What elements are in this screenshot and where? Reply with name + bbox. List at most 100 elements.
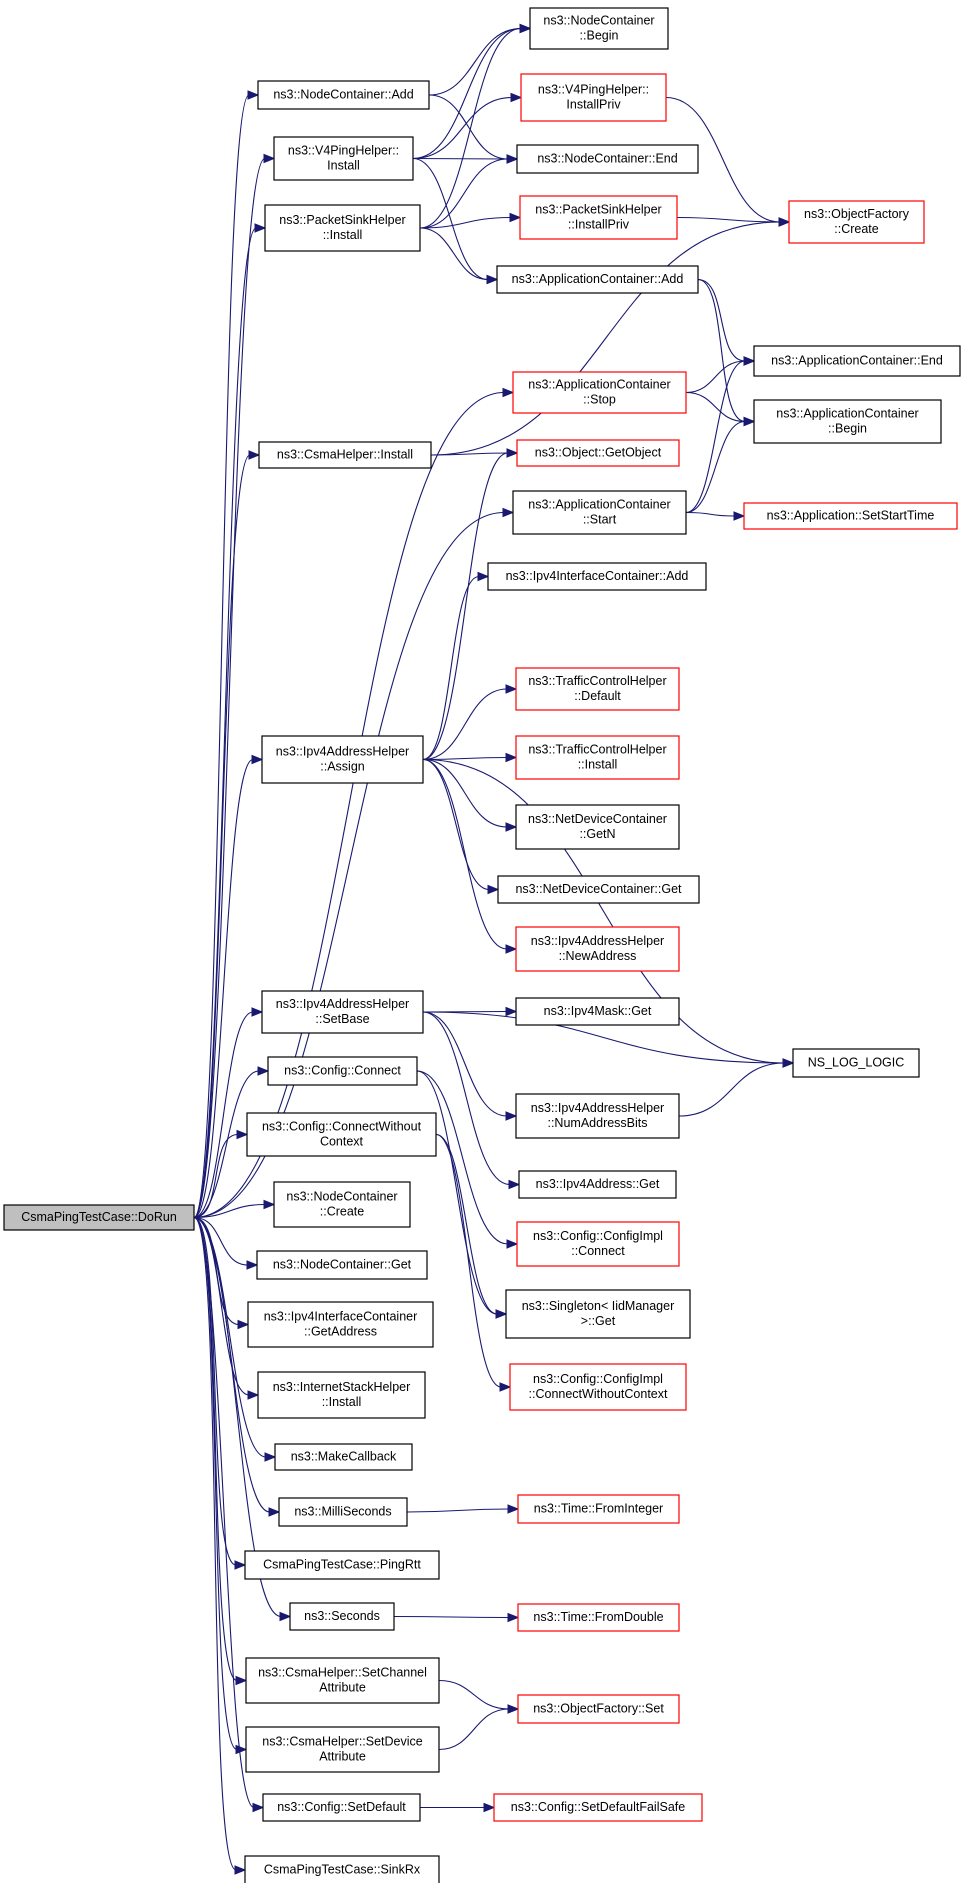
- node-ns3-ipv4addresshelper-assign[interactable]: ns3::Ipv4AddressHelper::Assign: [261, 735, 424, 784]
- node-ns3-time-frominteger[interactable]: ns3::Time::FromInteger: [517, 1494, 680, 1524]
- node-box[interactable]: [529, 7, 669, 50]
- node-ns3-nodecontainer-begin[interactable]: ns3::NodeContainer::Begin: [529, 7, 669, 50]
- node-box[interactable]: [496, 265, 699, 294]
- node-box[interactable]: [516, 439, 680, 467]
- node-box[interactable]: [246, 1112, 437, 1157]
- node-ns3-internetstackhelper-install[interactable]: ns3::InternetStackHelper::Install: [257, 1371, 426, 1419]
- node-ns3-config-connectwithout-context[interactable]: ns3::Config::ConnectWithoutContext: [246, 1112, 437, 1157]
- node-box[interactable]: [258, 441, 432, 469]
- node-box[interactable]: [515, 667, 680, 711]
- node-box[interactable]: [753, 345, 961, 377]
- node-ns3-nodecontainer-get[interactable]: ns3::NodeContainer::Get: [256, 1250, 428, 1280]
- node-box[interactable]: [264, 204, 421, 252]
- node-ns3-packetsinkhelper-installpriv[interactable]: ns3::PacketSinkHelper::InstallPriv: [519, 195, 678, 240]
- node-ns3-seconds[interactable]: ns3::Seconds: [289, 1602, 395, 1631]
- node-box[interactable]: [515, 1093, 680, 1139]
- node-ns3-config-setdefault[interactable]: ns3::Config::SetDefault: [262, 1793, 421, 1822]
- node-box[interactable]: [261, 735, 424, 784]
- node-ns3-singleton-iidmanager-get[interactable]: ns3::Singleton< IidManager>::Get: [505, 1289, 691, 1339]
- node-box[interactable]: [257, 1371, 426, 1419]
- node-box[interactable]: [278, 1497, 408, 1527]
- node-box[interactable]: [515, 926, 680, 972]
- node-ns3-config-configimpl-connect[interactable]: ns3::Config::ConfigImpl::Connect: [516, 1221, 680, 1267]
- node-box[interactable]: [512, 490, 687, 535]
- node-ns3-packetsinkhelper-install[interactable]: ns3::PacketSinkHelper::Install: [264, 204, 421, 252]
- node-ns3-nodecontainer-add[interactable]: ns3::NodeContainer::Add: [257, 80, 430, 110]
- node-box[interactable]: [512, 371, 687, 414]
- node-ns3-ipv4addresshelper-newaddress[interactable]: ns3::Ipv4AddressHelper::NewAddress: [515, 926, 680, 972]
- node-ns3-ipv4addresshelper-numaddressbits[interactable]: ns3::Ipv4AddressHelper::NumAddressBits: [515, 1093, 680, 1139]
- node-ns3-ipv4addresshelper-setbase[interactable]: ns3::Ipv4AddressHelper::SetBase: [261, 990, 424, 1034]
- node-ns3-nodecontainer-create[interactable]: ns3::NodeContainer::Create: [273, 1181, 411, 1228]
- node-box[interactable]: [788, 200, 925, 244]
- node-ns3-nodecontainer-end[interactable]: ns3::NodeContainer::End: [516, 144, 699, 174]
- node-ns3-object-getobject[interactable]: ns3::Object::GetObject: [516, 439, 680, 467]
- node-ns3-applicationcontainer-start[interactable]: ns3::ApplicationContainer::Start: [512, 490, 687, 535]
- node-ns3-applicationcontainer-begin[interactable]: ns3::ApplicationContainer::Begin: [753, 399, 942, 444]
- node-box[interactable]: [267, 1056, 418, 1086]
- node-ns3-netdevicecontainer-get[interactable]: ns3::NetDeviceContainer::Get: [497, 875, 700, 904]
- node-box[interactable]: [517, 1603, 680, 1632]
- node-ns3-applicationcontainer-stop[interactable]: ns3::ApplicationContainer::Stop: [512, 371, 687, 414]
- node-csmapingtestcase-sinkrx[interactable]: CsmaPingTestCase::SinkRx: [244, 1855, 440, 1883]
- node-box[interactable]: [515, 804, 680, 850]
- node-box[interactable]: [516, 1221, 680, 1267]
- node-box[interactable]: [517, 1494, 680, 1524]
- node-box[interactable]: [273, 136, 414, 181]
- node-box[interactable]: [505, 1289, 691, 1339]
- node-ns3-applicationcontainer-end[interactable]: ns3::ApplicationContainer::End: [753, 345, 961, 377]
- node-box[interactable]: [753, 399, 942, 444]
- node-ns3-ipv4interfacecontainer-add[interactable]: ns3::Ipv4InterfaceContainer::Add: [487, 562, 707, 591]
- node-box[interactable]: [743, 502, 958, 530]
- node-box[interactable]: [289, 1602, 395, 1631]
- node-box[interactable]: [487, 562, 707, 591]
- node-ns3-trafficcontrolhelper-default[interactable]: ns3::TrafficControlHelper::Default: [515, 667, 680, 711]
- node-csmapingtestcase-dorun[interactable]: CsmaPingTestCase::DoRun: [3, 1204, 195, 1231]
- node-ns3-milliseconds[interactable]: ns3::MilliSeconds: [278, 1497, 408, 1527]
- node-box[interactable]: [3, 1204, 195, 1231]
- node-box[interactable]: [517, 1694, 680, 1724]
- node-box[interactable]: [244, 1855, 440, 1883]
- node-ns3-trafficcontrolhelper-install[interactable]: ns3::TrafficControlHelper::Install: [515, 735, 680, 780]
- node-box[interactable]: [245, 1657, 440, 1704]
- node-box[interactable]: [509, 1363, 687, 1411]
- node-ns3-objectfactory-create[interactable]: ns3::ObjectFactory::Create: [788, 200, 925, 244]
- node-ns3-time-fromdouble[interactable]: ns3::Time::FromDouble: [517, 1603, 680, 1632]
- node-box[interactable]: [257, 80, 430, 110]
- node-box[interactable]: [247, 1301, 434, 1348]
- node-box[interactable]: [515, 735, 680, 780]
- node-ns3-config-setdefaultfailsafe[interactable]: ns3::Config::SetDefaultFailSafe: [493, 1793, 703, 1822]
- node-ns3-config-connect[interactable]: ns3::Config::Connect: [267, 1056, 418, 1086]
- node-box[interactable]: [493, 1793, 703, 1822]
- node-box[interactable]: [520, 73, 667, 122]
- node-ns3-ipv4mask-get[interactable]: ns3::Ipv4Mask::Get: [515, 997, 680, 1026]
- node-ns3-netdevicecontainer-getn[interactable]: ns3::NetDeviceContainer::GetN: [515, 804, 680, 850]
- node-box[interactable]: [518, 1170, 677, 1199]
- node-box[interactable]: [515, 997, 680, 1026]
- node-ns3-makecallback[interactable]: ns3::MakeCallback: [274, 1443, 413, 1471]
- node-box[interactable]: [256, 1250, 428, 1280]
- node-box[interactable]: [262, 1793, 421, 1822]
- node-ns-log-logic[interactable]: NS_LOG_LOGIC: [792, 1048, 920, 1078]
- node-ns3-v4pinghelper-install[interactable]: ns3::V4PingHelper::Install: [273, 136, 414, 181]
- node-ns3-ipv4address-get[interactable]: ns3::Ipv4Address::Get: [518, 1170, 677, 1199]
- node-box[interactable]: [516, 144, 699, 174]
- node-ns3-objectfactory-set[interactable]: ns3::ObjectFactory::Set: [517, 1694, 680, 1724]
- node-csmapingtestcase-pingrtt[interactable]: CsmaPingTestCase::PingRtt: [244, 1550, 440, 1580]
- node-ns3-config-configimpl-connectwithoutcontext[interactable]: ns3::Config::ConfigImpl::ConnectWithoutC…: [509, 1363, 687, 1411]
- node-ns3-applicationcontainer-add[interactable]: ns3::ApplicationContainer::Add: [496, 265, 699, 294]
- node-box[interactable]: [519, 195, 678, 240]
- node-ns3-csmahelper-install[interactable]: ns3::CsmaHelper::Install: [258, 441, 432, 469]
- node-box[interactable]: [244, 1550, 440, 1580]
- node-box[interactable]: [497, 875, 700, 904]
- node-box[interactable]: [273, 1181, 411, 1228]
- node-box[interactable]: [245, 1726, 440, 1773]
- node-ns3-application-setstarttime[interactable]: ns3::Application::SetStartTime: [743, 502, 958, 530]
- node-box[interactable]: [792, 1048, 920, 1078]
- node-box[interactable]: [261, 990, 424, 1034]
- node-ns3-v4pinghelper-installpriv[interactable]: ns3::V4PingHelper::InstallPriv: [520, 73, 667, 122]
- node-box[interactable]: [274, 1443, 413, 1471]
- node-ns3-ipv4interfacecontainer-getaddress[interactable]: ns3::Ipv4InterfaceContainer::GetAddress: [247, 1301, 434, 1348]
